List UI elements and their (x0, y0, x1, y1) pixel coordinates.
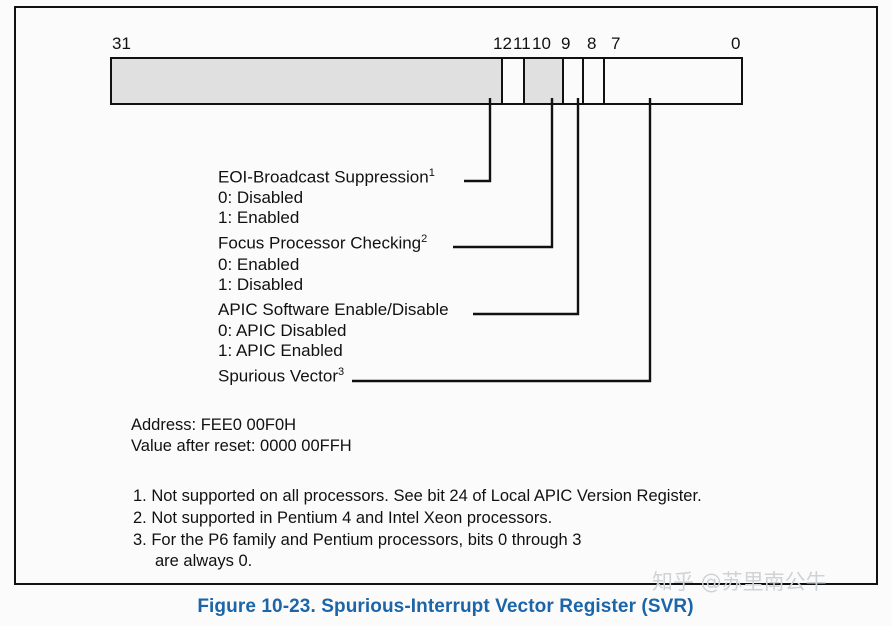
register-bit-field-box (110, 57, 743, 105)
definition-title-0: EOI-Broadcast Suppression1 (218, 167, 435, 188)
definition-title-text-2: APIC Software Enable/Disable (218, 300, 449, 319)
bit-field-apic-software-enable (584, 59, 605, 103)
definition-title-text-1: Focus Processor Checking (218, 233, 422, 253)
footnote-marker-1: 2 (421, 233, 428, 245)
bit-label-9: 9 (561, 34, 571, 53)
definition-title-text-3: Spurious Vector (218, 366, 339, 386)
footnote-marker-3: 3 (338, 366, 345, 378)
bit-label-10: 10 (532, 34, 551, 53)
definition-option-1-1: 1: Disabled (218, 275, 304, 294)
bit-label-0: 0 (731, 34, 741, 53)
address-block-address: Address: FEE0 00F0H (131, 416, 297, 434)
bit-label-8: 8 (587, 34, 597, 53)
definition-title-1: Focus Processor Checking2 (218, 233, 427, 254)
footnotes-list: 1. Not supported on all processors. See … (133, 486, 702, 573)
bit-label-7: 7 (611, 34, 621, 53)
bit-field-eoi-broadcast-suppression (503, 59, 525, 103)
bit-label-12: 12 (493, 34, 512, 53)
definition-title-text-0: EOI-Broadcast Suppression (218, 167, 429, 187)
definition-option-1-0: 0: Enabled (218, 255, 300, 274)
definition-title-2: APIC Software Enable/Disable (218, 300, 449, 320)
footnote-2: 3. For the P6 family and Pentium process… (133, 530, 582, 549)
footnote-0: 1. Not supported on all processors. See … (133, 487, 702, 505)
bit-field-reserved-31-13 (112, 59, 503, 103)
definition-option-0-1: 1: Enabled (218, 208, 300, 227)
bit-field-spurious-vector (605, 59, 741, 103)
watermark: 知乎 @苏里南公牛 (652, 570, 827, 594)
bit-label-11: 11 (513, 34, 531, 53)
definition-option-2-0: 0: APIC Disabled (218, 321, 347, 340)
definition-option-2-1: 1: APIC Enabled (218, 341, 343, 360)
bit-field-focus-processor-checking (564, 59, 584, 103)
bit-label-31: 31 (112, 34, 131, 53)
address-block-reset-value: Value after reset: 0000 00FFH (131, 437, 352, 456)
footnote-1: 2. Not supported in Pentium 4 and Intel … (133, 508, 553, 527)
definition-title-3: Spurious Vector3 (218, 366, 344, 387)
definition-option-0-0: 0: Disabled (218, 188, 304, 207)
footnote-3: are always 0. (155, 552, 253, 571)
footnote-marker-0: 1 (428, 167, 435, 179)
bit-field-reserved-11 (525, 59, 564, 103)
address-block: Address: FEE0 00F0H Value after reset: 00… (131, 415, 352, 458)
figure-caption: Figure 10-23. Spurious-Interrupt Vector … (197, 596, 694, 617)
